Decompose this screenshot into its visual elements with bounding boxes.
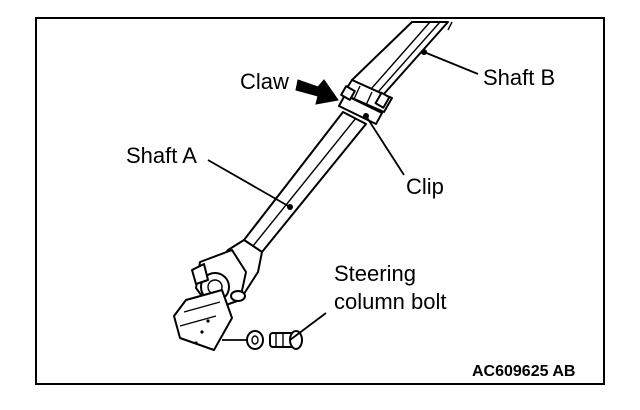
label-claw: Claw	[240, 69, 289, 94]
clip-assembly	[338, 79, 393, 125]
diagram-frame	[35, 17, 605, 385]
figure-code: AC609625 AB	[472, 363, 575, 380]
label-clip: Clip	[406, 174, 444, 199]
leader-shaft-a	[207, 159, 291, 208]
leader-shaft-b-dot	[421, 49, 427, 55]
leader-clip	[365, 115, 405, 176]
leader-bolt	[289, 312, 327, 341]
label-column-bolt: column bolt	[334, 289, 447, 314]
universal-joint	[173, 239, 263, 351]
leader-clip-dot	[363, 113, 369, 119]
claw-direction-arrow	[295, 79, 339, 105]
label-steering: Steering	[334, 261, 416, 286]
leader-shaft-b	[423, 51, 479, 75]
steering-column-bolt	[246, 330, 303, 350]
label-shaft-b: Shaft B	[483, 65, 555, 90]
leader-shaft-a-dot	[287, 204, 293, 210]
label-shaft-a: Shaft A	[126, 143, 197, 168]
